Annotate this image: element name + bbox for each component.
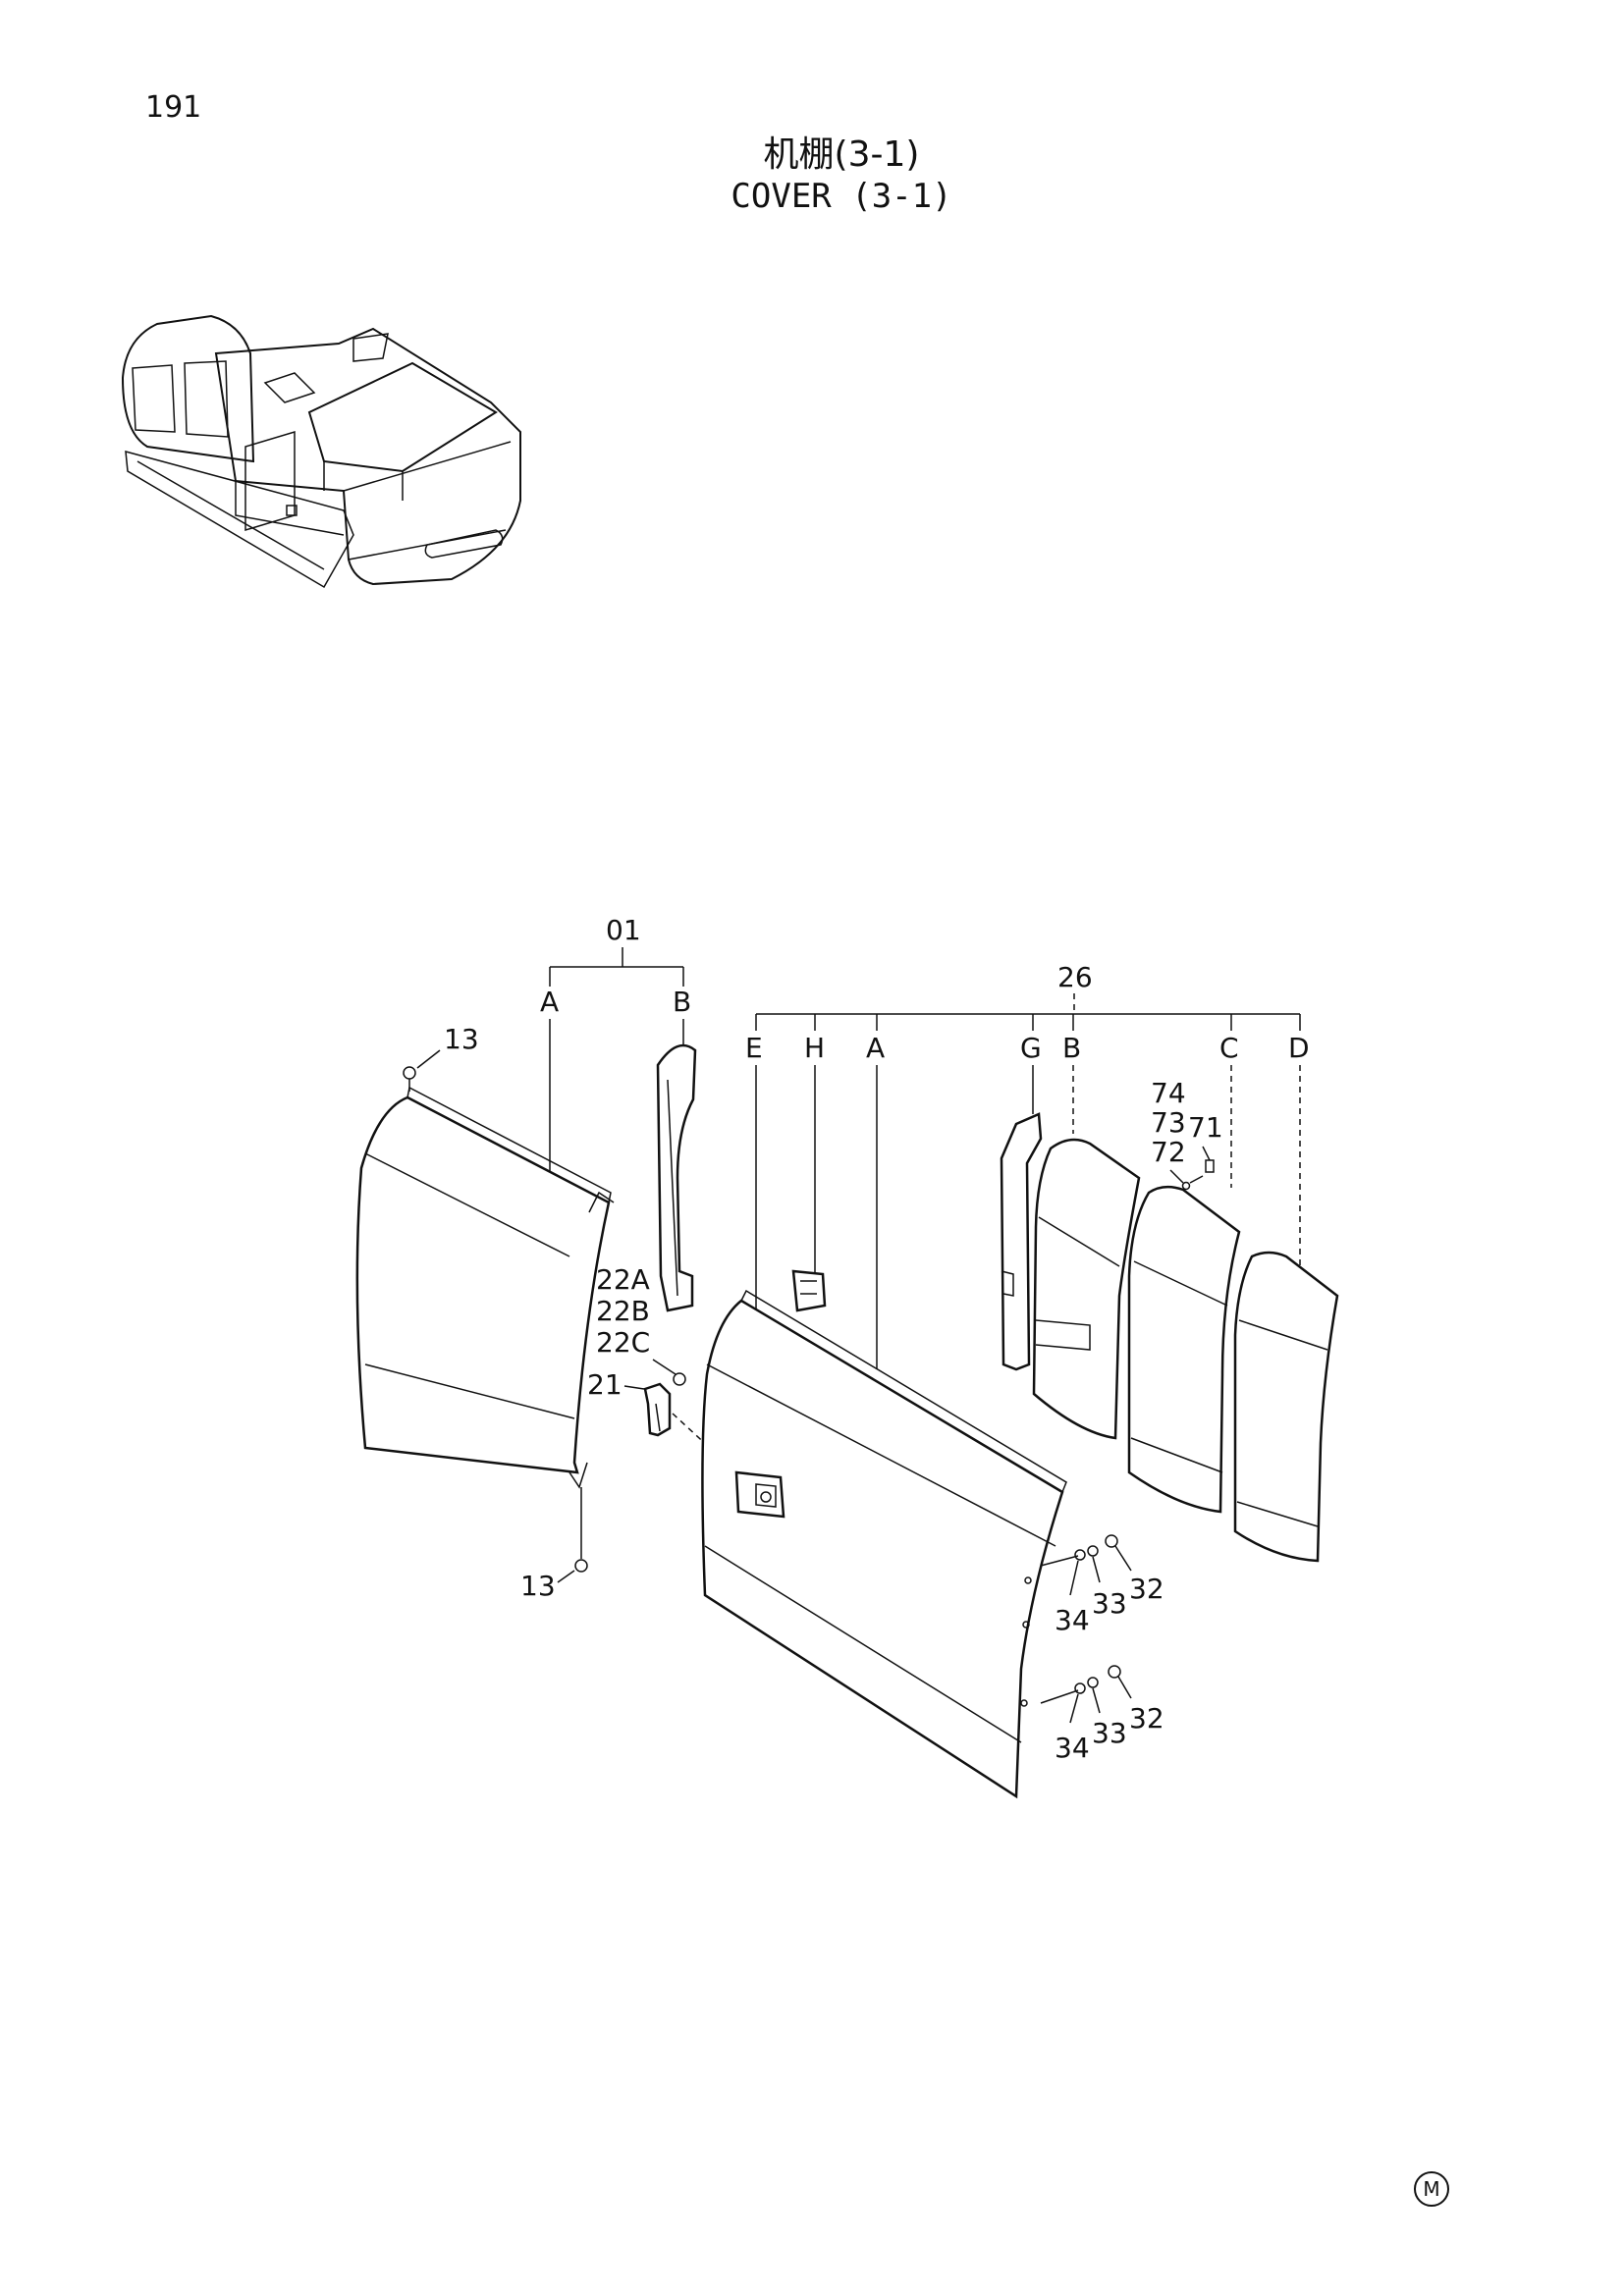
callout-26-c: C: [1219, 1032, 1239, 1064]
callout-13-bottom: 13: [520, 1570, 556, 1602]
page-title-english: COVER (3-1): [731, 177, 952, 216]
hinge: [791, 1269, 827, 1312]
callout-01: 01: [606, 914, 641, 946]
excavator-thumbnail: [121, 314, 521, 589]
callout-01-b: B: [673, 986, 691, 1018]
callout-33-upper: 33: [1092, 1587, 1127, 1620]
page-title-chinese: 机棚(3-1): [763, 134, 920, 175]
callout-26-a: A: [866, 1032, 885, 1064]
callout-22a: 22A: [596, 1263, 650, 1296]
callout-01-a: A: [540, 986, 559, 1018]
left-cover-door: 13 13: [355, 1023, 615, 1602]
insulation-pad-c: [1127, 1185, 1241, 1514]
callout-26-d: D: [1288, 1032, 1310, 1064]
insulation-pad-d: [1233, 1251, 1339, 1563]
insulation-pad-b: [1032, 1138, 1141, 1440]
callout-22c: 22C: [596, 1326, 650, 1359]
latch-fasteners: 22A 22B 22C 21: [587, 1263, 737, 1473]
callout-21: 21: [587, 1368, 623, 1401]
callout-34-lower: 34: [1055, 1732, 1090, 1764]
clip-fasteners-71-74: 74 73 72 71: [1151, 1077, 1223, 1191]
callout-71: 71: [1188, 1111, 1223, 1144]
callout-33-lower: 33: [1092, 1717, 1127, 1749]
callout-32-upper: 32: [1129, 1573, 1164, 1605]
callout-73: 73: [1151, 1106, 1186, 1139]
seal-strip-g: [1000, 1112, 1043, 1371]
callout-26-h: H: [804, 1032, 825, 1064]
callout-32-lower: 32: [1129, 1702, 1164, 1735]
bolt-set-lower: 34 33 32: [1040, 1665, 1164, 1764]
callout-26-b: B: [1062, 1032, 1081, 1064]
corner-mark: M: [1414, 2171, 1449, 2207]
callout-26-e: E: [745, 1032, 763, 1064]
callout-34-upper: 34: [1055, 1604, 1090, 1636]
main-cover-door: [701, 1289, 1067, 1799]
seal-strip: [656, 1043, 697, 1312]
callout-13-top: 13: [444, 1023, 479, 1055]
bolt-set-upper: 34 33 32: [1040, 1534, 1164, 1636]
callout-72: 72: [1151, 1136, 1186, 1168]
callout-26: 26: [1057, 961, 1093, 993]
callout-26-g: G: [1020, 1032, 1042, 1064]
callout-74: 74: [1151, 1077, 1186, 1109]
group-01-bracket: 01 A B: [540, 914, 691, 1183]
page-number: 191: [145, 90, 202, 125]
callout-22b: 22B: [596, 1295, 650, 1327]
group-26-bracket: 26 E H A G B C D: [745, 961, 1310, 1492]
